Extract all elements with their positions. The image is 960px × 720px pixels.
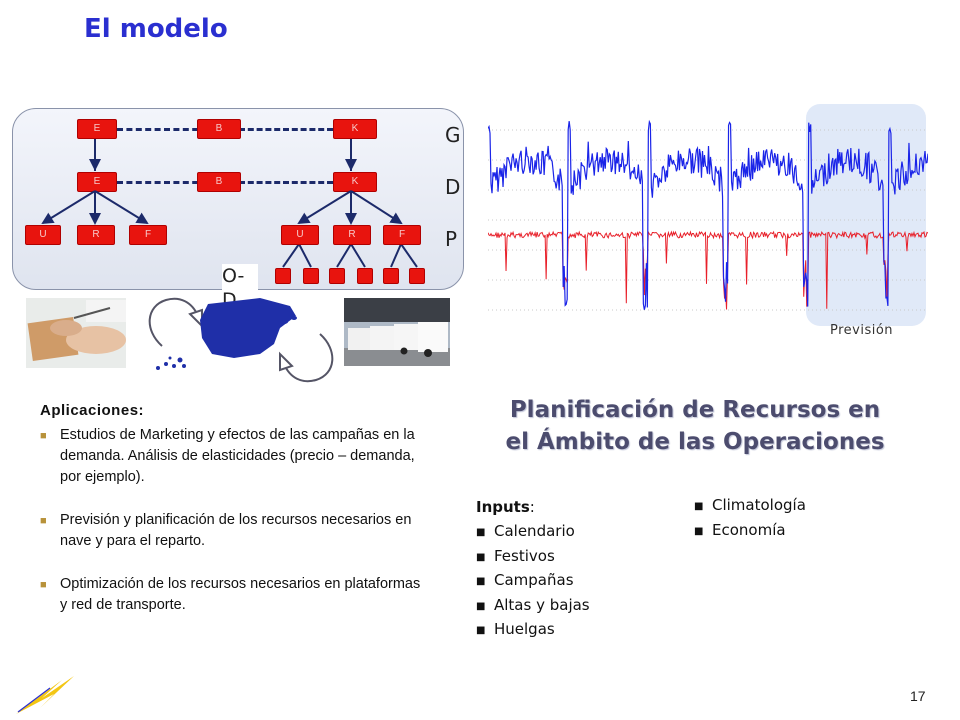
hierarchy-panel: E B K E B K U R F U R — [12, 108, 464, 290]
input-item: ■Altas y bajas — [476, 594, 676, 619]
actual-series-line — [487, 119, 929, 310]
node-mid: K — [333, 172, 377, 192]
node-leaf: F — [383, 225, 421, 245]
photo-delivery-vans — [344, 298, 450, 366]
planning-title: Planificación de Recursos en el Ámbito d… — [470, 394, 920, 458]
hands-illustration — [26, 298, 126, 368]
node-leaf: U — [281, 225, 319, 245]
applications-section: Aplicaciones: ■ Estudios de Marketing y … — [40, 402, 430, 616]
level-label-d: D — [445, 175, 461, 199]
level-label-p: P — [445, 227, 458, 251]
application-item: ■ Estudios de Marketing y efectos de las… — [40, 425, 430, 488]
od-node — [383, 268, 399, 284]
square-bullet-icon: ■ — [694, 525, 704, 537]
application-item-text: Optimización de los recursos necesarios … — [60, 576, 421, 613]
chart-svg — [487, 104, 929, 326]
planning-title-line: Planificación de Recursos en — [509, 397, 881, 423]
node-leaf: R — [77, 225, 115, 245]
od-node — [275, 268, 291, 284]
input-item: ■Campañas — [476, 569, 676, 594]
inputs-list-right: ■Climatología ■Economía — [694, 494, 894, 543]
application-item-text: Previsión y planificación de los recurso… — [60, 512, 412, 549]
page-title: El modelo — [84, 14, 228, 44]
application-item-text: Estudios de Marketing y efectos de las c… — [60, 427, 415, 485]
vans-illustration — [344, 298, 450, 366]
application-item: ■ Previsión y planificación de los recur… — [40, 510, 430, 552]
input-item: ■Festivos — [476, 545, 676, 570]
photo-hands-documents — [26, 298, 126, 368]
forecast-label: Previsión — [830, 323, 894, 338]
applications-heading: Aplicaciones: — [40, 402, 145, 419]
inputs-heading: Inputs: — [476, 498, 535, 516]
node-top: B — [197, 119, 241, 139]
forecast-region — [806, 104, 926, 326]
forecast-series-line — [487, 230, 929, 310]
input-item: ■Climatología — [694, 494, 894, 519]
node-top: E — [77, 119, 117, 139]
inputs-list: Inputs: ■Calendario ■Festivos ■Campañas … — [476, 498, 676, 643]
square-bullet-icon: ■ — [476, 600, 486, 612]
planning-title-line: el Ámbito de las Operaciones — [505, 429, 885, 455]
od-node — [357, 268, 373, 284]
dashed-link — [117, 128, 217, 131]
square-bullet-icon: ■ — [40, 430, 47, 442]
tree-edges — [41, 139, 418, 268]
cycle-arrow-icon — [279, 333, 334, 383]
square-bullet-icon: ■ — [40, 515, 47, 527]
dashed-link — [239, 128, 333, 131]
od-node — [303, 268, 319, 284]
node-top: K — [333, 119, 377, 139]
square-bullet-icon: ■ — [476, 576, 486, 587]
application-item: ■ Optimización de los recursos necesario… — [40, 574, 430, 616]
od-node — [409, 268, 425, 284]
square-bullet-icon: ■ — [40, 579, 47, 591]
input-item: ■Huelgas — [476, 618, 676, 643]
input-item: ■Calendario — [476, 520, 676, 545]
level-label-g: G — [445, 123, 461, 147]
square-bullet-icon: ■ — [476, 551, 486, 563]
lightning-logo-icon — [16, 676, 74, 714]
node-leaf: R — [333, 225, 371, 245]
od-node — [329, 268, 345, 284]
dashed-link — [117, 181, 217, 184]
square-bullet-icon: ■ — [476, 527, 486, 538]
node-leaf: F — [129, 225, 167, 245]
input-item: ■Economía — [694, 519, 894, 544]
node-mid: B — [197, 172, 241, 192]
square-bullet-icon: ■ — [694, 501, 704, 512]
forecast-chart — [487, 100, 929, 328]
page-number: 17 — [910, 688, 926, 704]
cycle-arrow-icon — [148, 297, 203, 347]
node-leaf: U — [25, 225, 61, 245]
dashed-link — [239, 181, 333, 184]
spain-map-icon — [156, 298, 297, 370]
square-bullet-icon: ■ — [476, 625, 486, 636]
